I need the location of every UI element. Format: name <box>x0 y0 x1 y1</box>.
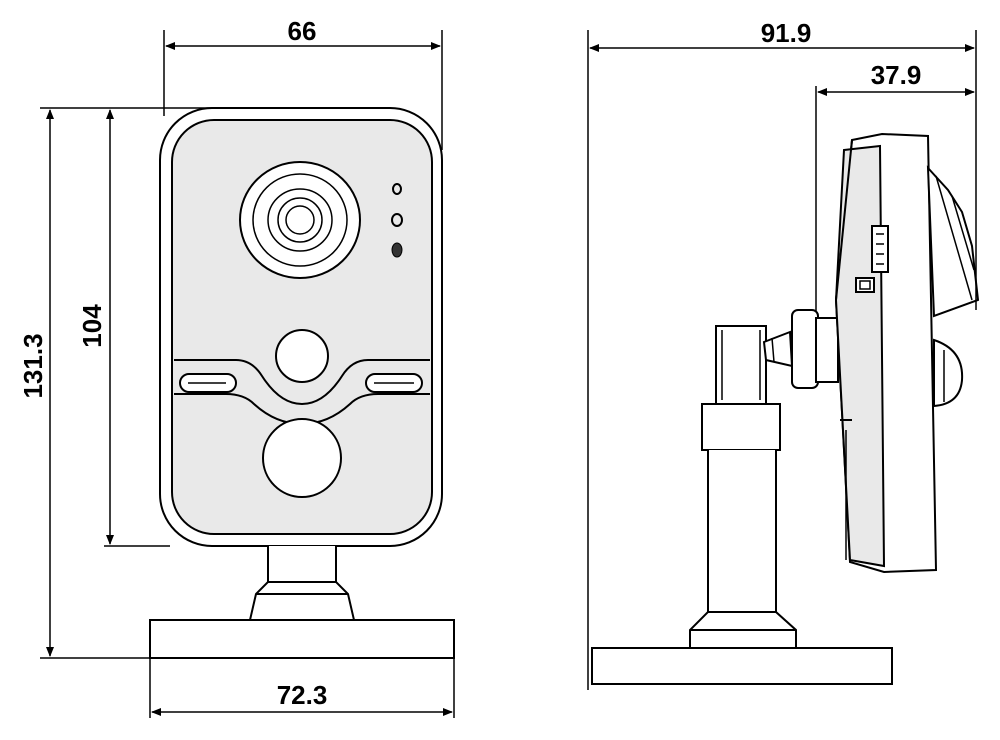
side-pir-dome <box>933 338 964 408</box>
label-131-3: 131.3 <box>18 333 48 398</box>
side-view: 91.9 37.9 <box>587 18 980 690</box>
side-lens <box>926 165 980 318</box>
dimension-131-3: 131.3 <box>18 107 230 659</box>
label-104: 104 <box>77 304 107 348</box>
label-37-9: 37.9 <box>871 60 922 90</box>
side-swivel-joint <box>762 309 839 389</box>
side-base <box>591 647 893 685</box>
front-camera-body <box>159 107 443 547</box>
light-sensor <box>275 329 329 383</box>
dimension-37-9: 37.9 <box>815 60 975 312</box>
dimension-104: 104 <box>77 109 170 547</box>
front-lens <box>239 161 361 279</box>
dimension-91-9: 91.9 <box>587 18 977 690</box>
status-leds <box>391 183 403 258</box>
pir-sensor <box>262 418 342 498</box>
front-view: 66 72.3 131.3 104 <box>18 16 455 718</box>
label-72-3: 72.3 <box>277 680 328 710</box>
front-stand <box>149 546 455 659</box>
front-ir-slots <box>179 373 423 393</box>
side-camera-body <box>834 132 938 574</box>
label-91-9: 91.9 <box>761 18 812 48</box>
label-66: 66 <box>288 16 317 46</box>
dimension-66: 66 <box>163 16 443 150</box>
side-stand <box>689 325 797 649</box>
dimension-72-3: 72.3 <box>149 658 455 718</box>
